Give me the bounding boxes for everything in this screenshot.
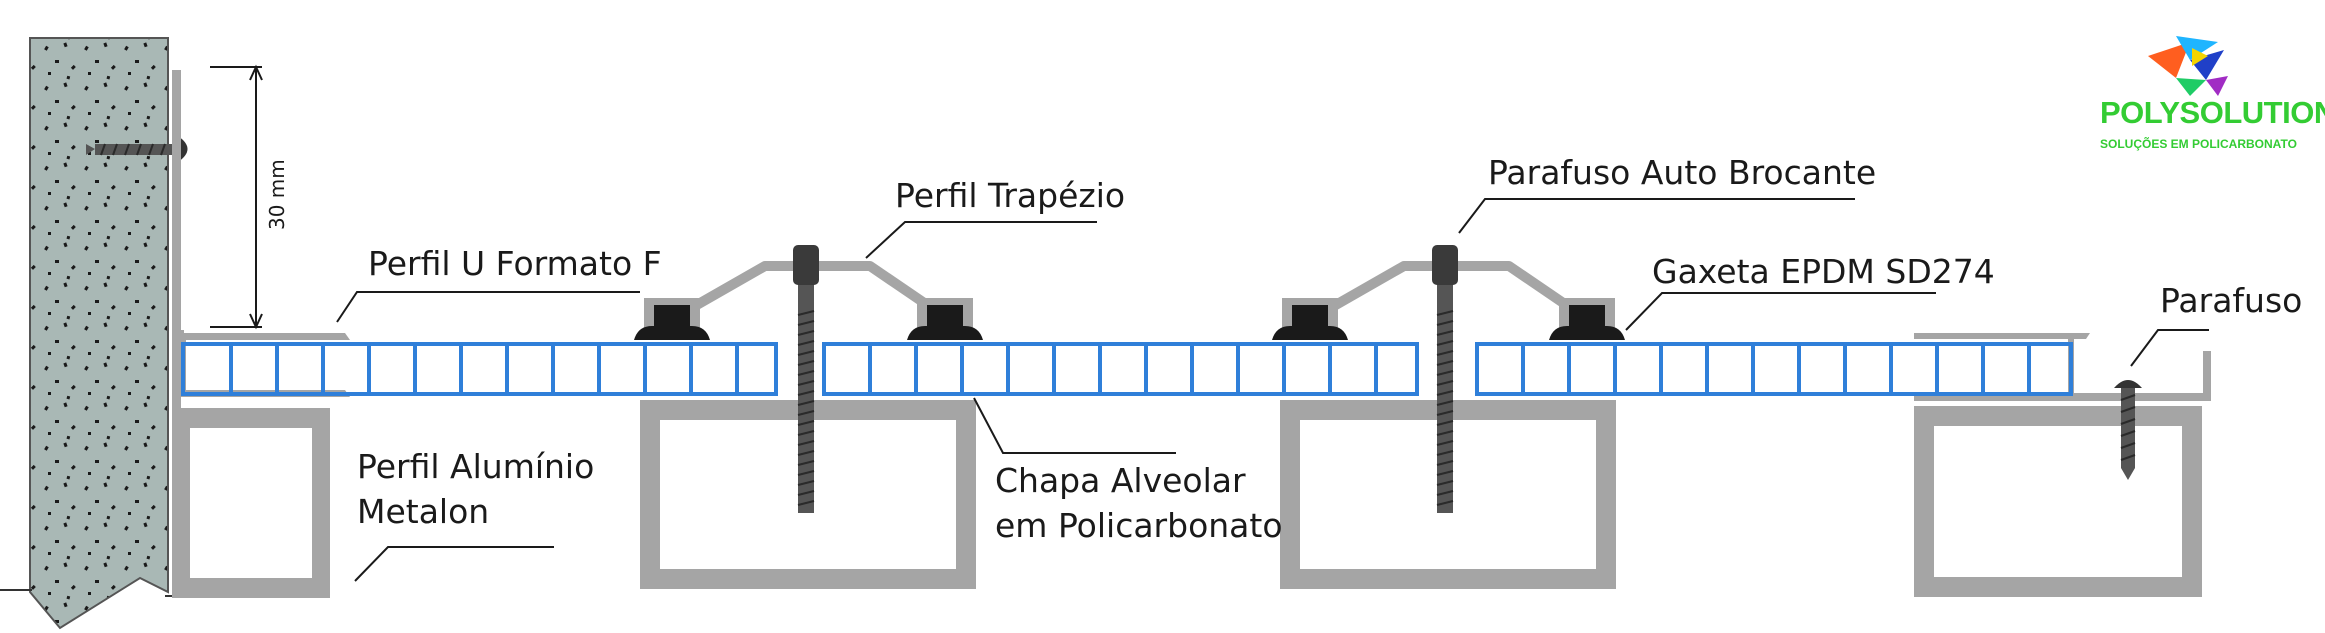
polysolution-logo-mark bbox=[2148, 36, 2228, 96]
concrete-wall bbox=[29, 37, 169, 630]
label-parafuso: Parafuso bbox=[2160, 281, 2303, 320]
label-perfil-aluminio: Perfil Alumínio bbox=[357, 447, 595, 486]
label-metalon: Metalon bbox=[357, 492, 490, 531]
end-screw bbox=[2114, 380, 2142, 480]
dimension-label: 30 mm bbox=[265, 159, 289, 230]
metalon-tube-2 bbox=[640, 400, 976, 589]
gasket-2 bbox=[907, 298, 983, 340]
logo-tagline: SOLUÇÕES EM POLICARBONATO bbox=[2100, 137, 2297, 151]
metalon-tube-1 bbox=[172, 408, 330, 598]
label-gaxeta: Gaxeta EPDM SD274 bbox=[1652, 252, 1995, 291]
leader-lines bbox=[336, 198, 2209, 582]
self-drilling-bolt-1 bbox=[792, 244, 820, 514]
polycarbonate-sheet-1 bbox=[181, 342, 778, 396]
gasket-3 bbox=[1272, 298, 1348, 340]
self-drilling-bolt-2 bbox=[1431, 244, 1459, 514]
gasket-1 bbox=[634, 298, 710, 340]
polycarbonate-sheet-3 bbox=[1475, 342, 2073, 396]
metalon-tube-4 bbox=[1914, 406, 2202, 597]
label-perfil-trapezio: Perfil Trapézio bbox=[895, 176, 1126, 215]
gasket-4 bbox=[1549, 298, 1625, 340]
wall-screw bbox=[86, 136, 188, 162]
polycarbonate-sheet-2 bbox=[822, 342, 1419, 396]
polysolution-logo: POLYSOLUTION SOLUÇÕES EM POLICARBONATO bbox=[2090, 25, 2325, 165]
label-perfil-u-formato-f: Perfil U Formato F bbox=[368, 244, 662, 283]
metalon-tube-3 bbox=[1280, 400, 1616, 589]
label-parafuso-auto-brocante: Parafuso Auto Brocante bbox=[1488, 153, 1877, 192]
logo-name: POLYSOLUTION bbox=[2100, 95, 2325, 130]
dimension-30mm bbox=[210, 64, 263, 330]
label-em-policarbonato: em Policarbonato bbox=[995, 506, 1283, 545]
label-chapa-alveolar: Chapa Alveolar bbox=[995, 461, 1246, 500]
